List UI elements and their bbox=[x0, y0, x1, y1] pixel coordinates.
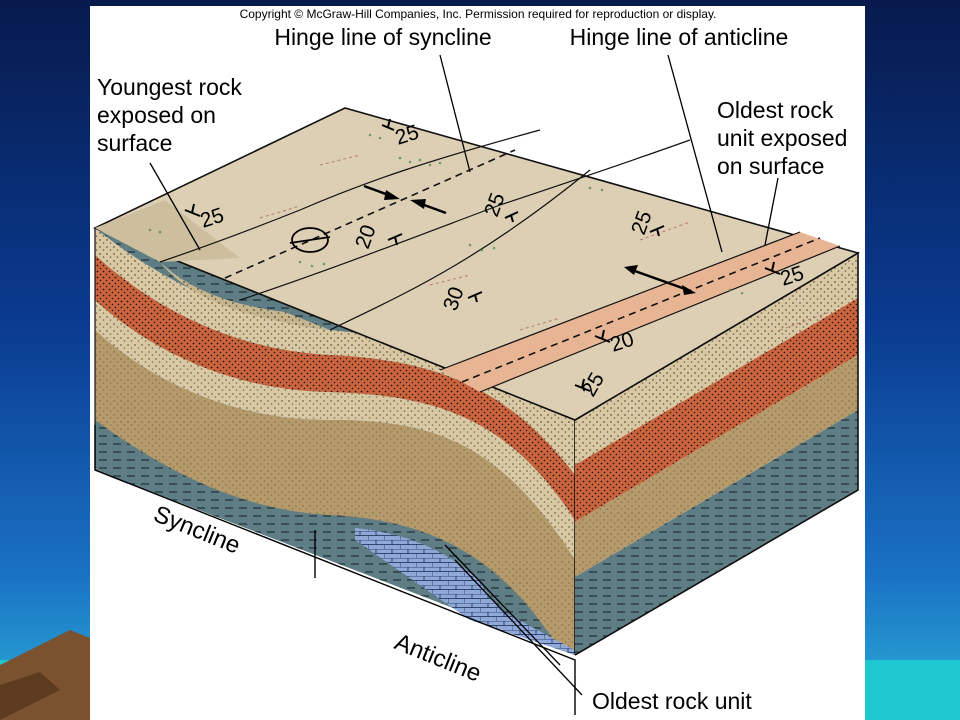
label-oldest-exposed-line3: on surface bbox=[717, 153, 824, 179]
label-oldest-exposed-line1: Oldest rock bbox=[717, 97, 834, 123]
strike-dip-symbols bbox=[184, 118, 781, 392]
copyright-notice: Copyright © McGraw-Hill Companies, Inc. … bbox=[240, 7, 717, 21]
label-oldest-rock-unit: Oldest rock unit bbox=[592, 688, 752, 714]
syncline-hinge-line bbox=[224, 149, 516, 279]
label-youngest-line3: surface bbox=[97, 130, 172, 156]
right-side-face bbox=[574, 251, 859, 656]
label-hinge-syncline: Hinge line of syncline bbox=[274, 24, 491, 50]
label-oldest-exposed-line2: unit exposed bbox=[717, 125, 847, 151]
label-youngest-line2: exposed on bbox=[97, 102, 216, 128]
converging-arrows bbox=[363, 184, 447, 215]
top-surface bbox=[93, 107, 861, 421]
diverging-arrow bbox=[624, 265, 696, 295]
label-youngest-line1: Youngest rock bbox=[97, 74, 242, 100]
horizontal-bed-symbol bbox=[289, 227, 331, 253]
label-hinge-anticline: Hinge line of anticline bbox=[570, 24, 789, 50]
anticline-hinge-line bbox=[461, 237, 821, 383]
front-cross-section bbox=[94, 227, 576, 655]
leader-lines bbox=[149, 54, 779, 696]
